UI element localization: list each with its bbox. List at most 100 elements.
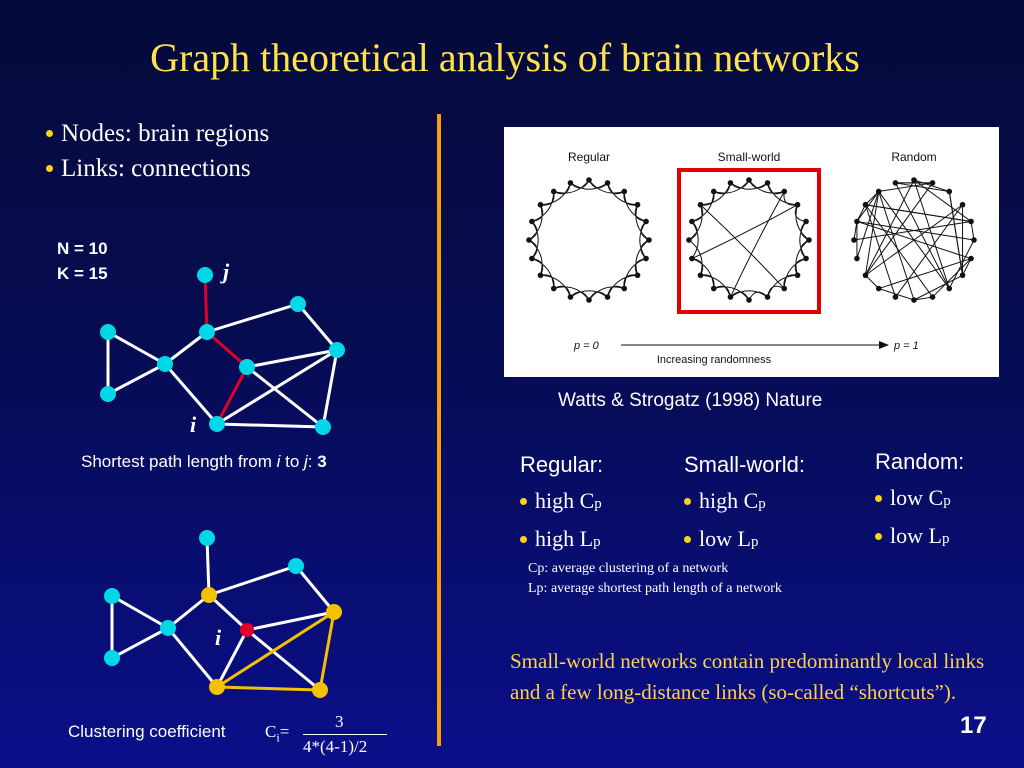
- ring-edge: [748, 291, 768, 301]
- ring-edge: [588, 291, 608, 301]
- page-number: 17: [960, 712, 987, 739]
- ring-edge: [748, 179, 785, 194]
- neighbor-node: [312, 682, 328, 698]
- path-edge: [215, 366, 249, 425]
- neighbor-node: [209, 679, 225, 695]
- type-heading: Small-world:: [684, 452, 806, 477]
- ring-node: [968, 218, 974, 225]
- ring-node: [794, 201, 801, 208]
- ring-node: [689, 218, 695, 225]
- ring-edge: [531, 191, 555, 222]
- ring-edge: [570, 291, 590, 301]
- ring-node: [537, 201, 544, 208]
- graph-node: [100, 324, 116, 340]
- shortest-path-graph: j i: [100, 259, 345, 437]
- graph-edge: [207, 593, 249, 632]
- ring-edge: [531, 221, 539, 259]
- ring-node: [862, 201, 869, 208]
- graph-edge: [206, 302, 299, 334]
- p-right-label: p = 1: [893, 340, 919, 352]
- citation: Watts & Strogatz (1998) Nature: [558, 390, 823, 411]
- ring-edge: [800, 221, 810, 241]
- ring-edge: [767, 182, 798, 206]
- ring-edge: [795, 204, 810, 241]
- divider-line: [437, 114, 441, 746]
- p-left-label: p = 0: [573, 340, 600, 352]
- ring-edge: [528, 239, 543, 276]
- ring-edge: [878, 182, 933, 192]
- ring-node: [710, 188, 717, 195]
- ring-edge: [531, 258, 555, 289]
- path-edge: [206, 330, 248, 369]
- ring-node: [550, 188, 557, 195]
- bullet-links: Links: connections: [46, 151, 269, 186]
- ring-node: [604, 294, 611, 300]
- ring-edge: [688, 239, 703, 276]
- ring-edge: [800, 239, 810, 259]
- graph-edge: [111, 594, 169, 630]
- label-random: Random: [891, 150, 936, 164]
- ring-edge: [895, 204, 963, 298]
- ring-node: [851, 237, 857, 243]
- ring-edge: [895, 182, 950, 192]
- graph-edge: [246, 610, 335, 632]
- ring-node: [567, 180, 574, 186]
- graph-node-j: [197, 267, 213, 283]
- small-world-ring: [686, 177, 812, 303]
- graph-node: [288, 558, 304, 574]
- graph-edge: [216, 348, 338, 426]
- ring-node: [968, 255, 974, 262]
- ring-node: [727, 180, 734, 186]
- ring-edge: [700, 274, 731, 298]
- ring-edge: [865, 204, 933, 298]
- ring-edge: [640, 221, 650, 241]
- bullet-dot-icon: [46, 165, 53, 172]
- graph-node: [199, 324, 215, 340]
- ring-node: [529, 255, 535, 262]
- ring-node: [803, 255, 809, 262]
- slide-title: Graph theoretical analysis of brain netw…: [150, 35, 860, 80]
- ring-node: [892, 294, 899, 300]
- graph-node: [290, 296, 306, 312]
- ring-node: [929, 180, 936, 186]
- shortest-path-caption: Shortest path length from i to j: 3: [81, 452, 327, 471]
- ring-edge: [970, 221, 975, 241]
- ring-node: [634, 201, 641, 208]
- ring-node: [689, 255, 695, 262]
- ring-edge: [570, 290, 608, 298]
- graph-edge: [246, 348, 338, 369]
- ring-node: [862, 272, 869, 279]
- axis-label: Increasing randomness: [657, 354, 772, 366]
- ring-edge: [607, 182, 638, 206]
- graph-edge: [246, 628, 321, 692]
- ring-edge: [540, 182, 571, 206]
- ring-node: [634, 272, 641, 279]
- ring-node: [892, 180, 899, 186]
- graph-node-i: [209, 416, 225, 432]
- ring-edge: [730, 191, 785, 298]
- ring-edge: [932, 258, 972, 298]
- graph-node: [104, 650, 120, 666]
- ring-node: [604, 180, 611, 186]
- graph-node: [104, 588, 120, 604]
- ring-node: [764, 180, 771, 186]
- ring-node: [643, 255, 649, 262]
- neighbor-node: [326, 604, 342, 620]
- bullet-dot-icon: [46, 130, 53, 137]
- ring-edge: [913, 274, 963, 301]
- ring-edge: [865, 182, 933, 276]
- graph-edge: [111, 626, 169, 660]
- ring-edge: [640, 239, 650, 259]
- ring-edge: [878, 288, 915, 301]
- ring-edge: [528, 204, 543, 241]
- regular-ring: [526, 177, 652, 303]
- ring-edge: [639, 221, 647, 259]
- ring-node: [946, 285, 953, 292]
- ring-edge: [700, 182, 731, 206]
- graph-edge: [107, 362, 166, 396]
- graph-edge: [166, 627, 219, 688]
- graph-edge: [294, 565, 336, 613]
